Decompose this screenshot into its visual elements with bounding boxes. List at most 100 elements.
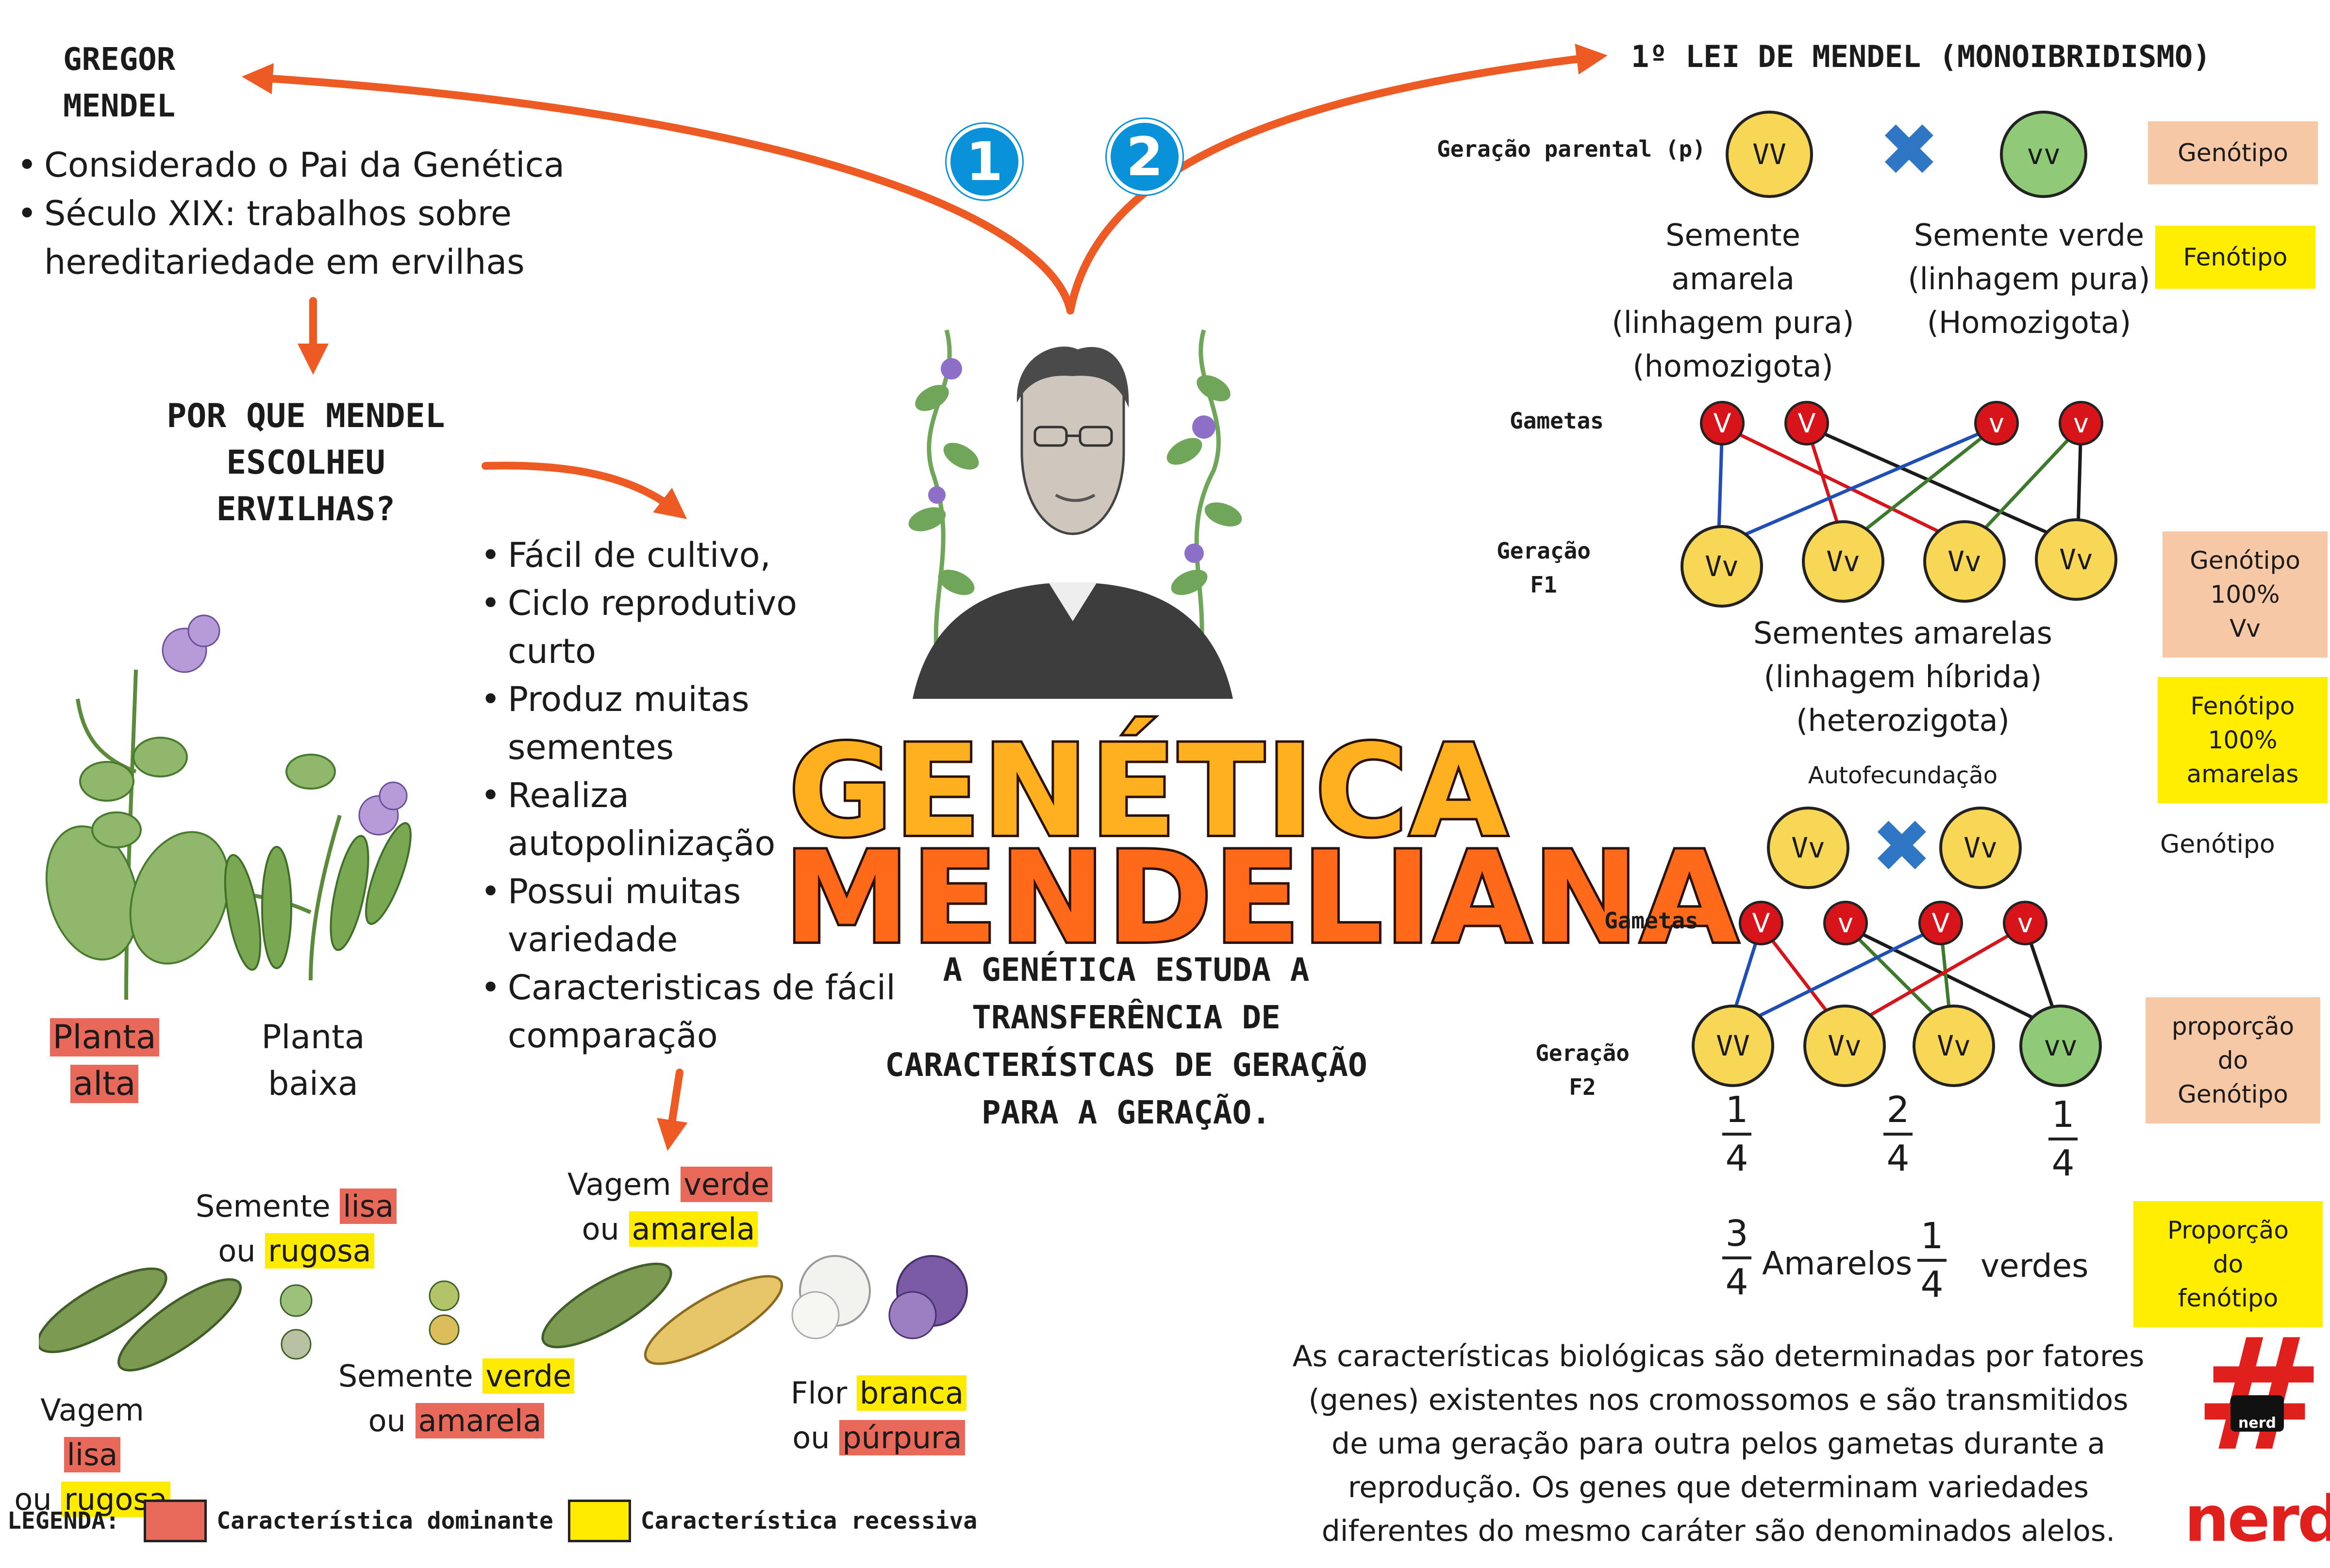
definition-line: PARA A GERAÇÃO. bbox=[981, 1094, 1271, 1131]
definition-line: TRANSFERÊNCIA DE bbox=[972, 999, 1281, 1036]
title-line-1: GENÉTICA bbox=[786, 716, 1510, 867]
why-question-line: ERVILHAS? bbox=[216, 490, 396, 528]
gametes-label: Gametas bbox=[1510, 408, 1604, 434]
law-title: 1º LEI DE MENDEL (MONOIBRIDISMO) bbox=[1631, 39, 2211, 74]
flower-color-label: Flor branca ou púrpura bbox=[777, 1371, 981, 1460]
gamete-lines-parental bbox=[1716, 424, 2083, 548]
pod-color-recessive: amarela bbox=[629, 1211, 758, 1247]
f2-seed-green: vv bbox=[2019, 1005, 2102, 1087]
gamete-dominant: V bbox=[1700, 401, 1745, 446]
gamete-recessive: v bbox=[1823, 901, 1868, 945]
cross-icon: ✖ bbox=[1871, 805, 1932, 889]
reasons-list: Fácil de cultivo, Ciclo reprodutivocurto… bbox=[481, 531, 896, 1060]
step-number-2: 2 bbox=[1107, 119, 1182, 195]
title-line-2: MENDELIANA bbox=[782, 823, 1741, 974]
pea-plant-illustration bbox=[45, 614, 412, 1000]
cross-icon: ✖ bbox=[1879, 108, 1940, 193]
seed-shape-label: Semente lisa ou rugosa bbox=[180, 1184, 413, 1273]
logo-word: nerd bbox=[2184, 1482, 2330, 1556]
phenotype-yellow-label: Amarelos bbox=[1762, 1245, 1913, 1282]
plant-tall-word: Planta bbox=[50, 1018, 159, 1056]
selfing-seed: Vv bbox=[1939, 807, 2022, 889]
selfing-label: Autofecundação bbox=[1808, 762, 1998, 789]
arrow-to-first-law bbox=[1066, 44, 1608, 314]
seed-color-label: Semente verde ou amarela bbox=[335, 1354, 578, 1443]
gamete-dominant: V bbox=[1739, 901, 1783, 945]
legend-label: LEGENDA: bbox=[7, 1507, 120, 1535]
plant-tall-label: Planta alta bbox=[49, 1014, 160, 1107]
f1-seed: Vv bbox=[2035, 518, 2117, 601]
definition-text: A GENÉTICA ESTUDA A TRANSFERÊNCIA DE CAR… bbox=[825, 946, 1427, 1137]
arrow-to-reasons bbox=[482, 462, 687, 519]
gamete-recessive: v bbox=[2059, 401, 2103, 446]
parent-seed-yellow: VV bbox=[1726, 111, 1813, 198]
f1-seed: Vv bbox=[1802, 520, 1884, 603]
logo-badge: nerd bbox=[2230, 1395, 2284, 1432]
seed-shape-dominant: lisa bbox=[340, 1188, 397, 1224]
pod-shape-dominant: lisa bbox=[64, 1437, 121, 1472]
seed-color-dominant: verde bbox=[483, 1358, 575, 1394]
why-question-line: ESCOLHEU bbox=[226, 444, 385, 482]
f2-seed: Vv bbox=[1803, 1005, 1886, 1087]
pod-color-label: Vagem verde ou amarela bbox=[553, 1162, 786, 1252]
parental-label: Geração parental (p) bbox=[1437, 136, 1706, 162]
selfing-seed: Vv bbox=[1767, 807, 1849, 889]
mendel-heading-line: GREGOR bbox=[63, 42, 176, 78]
phenotype-green-label: verdes bbox=[1980, 1247, 2089, 1285]
legend-recessive-text: Característica recessiva bbox=[640, 1507, 978, 1535]
why-question: POR QUE MENDEL ESCOLHEU ERVILHAS? bbox=[121, 393, 490, 533]
title-arrows bbox=[242, 44, 1608, 1151]
f2-seed: Vv bbox=[1913, 1005, 1995, 1087]
seed-color-recessive: amarela bbox=[415, 1403, 545, 1438]
arrow-to-gregor-mendel bbox=[242, 63, 1074, 314]
f1-seed: Vv bbox=[1681, 525, 1763, 608]
gametes-label-f1: Gametas bbox=[1604, 908, 1698, 934]
trait-illustrations bbox=[39, 1255, 968, 1372]
gamete-recessive: v bbox=[1974, 401, 2019, 446]
parent-seed-green: vv bbox=[2000, 111, 2087, 198]
mendel-bullet: Considerado o Pai da Genética bbox=[17, 141, 565, 189]
f2-seed: VV bbox=[1692, 1005, 1774, 1087]
pod-color-dominant: verde bbox=[681, 1167, 772, 1202]
legend-dominant-text: Característica dominante bbox=[216, 1507, 553, 1535]
f1-description: Sementes amarelas(linhagem híbrida)(hete… bbox=[1753, 615, 2052, 738]
flower-color-recessive: púrpura bbox=[839, 1420, 965, 1455]
mendel-portrait bbox=[908, 329, 1242, 699]
mendel-heading-line: MENDEL bbox=[63, 88, 176, 124]
legend-swatch-dominant bbox=[144, 1500, 207, 1542]
definition-line: CARACTERÍSTCAS DE GERAÇÃO bbox=[885, 1046, 1367, 1084]
f1-seed: Vv bbox=[1923, 520, 2006, 603]
plant-tall-word: alta bbox=[70, 1065, 139, 1103]
gamete-recessive: v bbox=[2003, 901, 2047, 945]
legend: LEGENDA: Característica dominante Caract… bbox=[7, 1500, 977, 1542]
gamete-lines-f1 bbox=[1726, 924, 2063, 1033]
mendel-bullets: Considerado o Pai da Genética Século XIX… bbox=[17, 141, 565, 286]
mendel-heading: GREGOR MENDEL bbox=[63, 36, 175, 130]
phenotype-box: Fenótipo bbox=[2155, 226, 2315, 289]
parent2-description: Semente verde(linhagem pura)(Homozigota) bbox=[1908, 217, 2150, 340]
gamete-dominant: V bbox=[1918, 901, 1963, 945]
why-question-line: POR QUE MENDEL bbox=[166, 397, 445, 435]
mendel-bullet: Século XIX: trabalhos sobrehereditarieda… bbox=[17, 189, 565, 286]
definition-line: A GENÉTICA ESTUDA A bbox=[943, 951, 1310, 989]
seed-shape-recessive: rugosa bbox=[265, 1233, 374, 1269]
nerd-logo: # nerd nerd bbox=[2184, 1318, 2330, 1551]
gamete-dominant: V bbox=[1784, 401, 1829, 446]
